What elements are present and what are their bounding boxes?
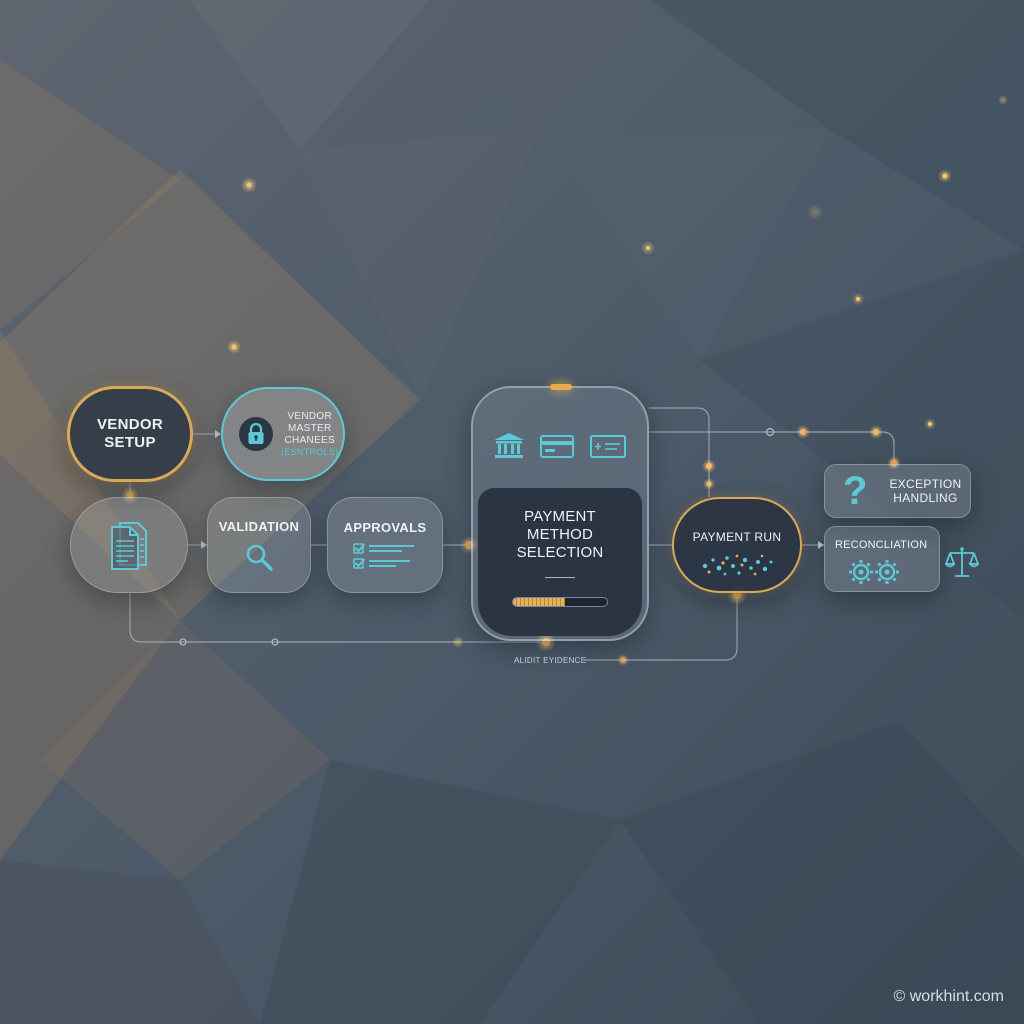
approvals-label: APPROVALS: [343, 519, 427, 535]
exception-handling-node[interactable]: ? EXCEPTION HANDLING: [824, 464, 971, 518]
progress-bar: [512, 597, 608, 607]
question-icon: ?: [843, 469, 868, 513]
gears-icon: [849, 560, 899, 584]
divider: [545, 577, 575, 578]
reconciliation-node[interactable]: RECONCLIATION: [824, 526, 979, 592]
vendor-master-changes-node[interactable]: VENDOR MASTER CHANEES (ESNTROLS): [221, 387, 345, 481]
documents-node[interactable]: [70, 497, 188, 593]
payment-run-node[interactable]: PAYMENT RUN: [672, 497, 802, 593]
vendor-setup-label: VENDOR SETUP: [97, 416, 163, 451]
top-handle: [550, 384, 572, 390]
validation-node[interactable]: VALIDATION: [207, 497, 311, 593]
audit-evidence-label: ALIDIT EYIDENCE: [514, 656, 587, 665]
progress-fill: [513, 598, 565, 606]
payment-method-selection-node[interactable]: PAYMENT METHOD SELECTION: [471, 384, 649, 641]
exception-label-line2: HANDLING: [893, 491, 958, 505]
bank-icon: [494, 433, 524, 458]
lock-icon: [239, 417, 273, 451]
network-dots-icon: [702, 554, 773, 576]
documents-icon: [111, 522, 147, 570]
watermark: © workhint.com: [893, 988, 1004, 1005]
vendor-master-line3: CHANEES: [284, 434, 335, 446]
payment-run-label: PAYMENT RUN: [692, 530, 782, 544]
reconciliation-label: RECONCLIATION: [835, 539, 928, 551]
check-icon: [590, 435, 626, 458]
exception-label-line1: EXCEPTION: [889, 477, 962, 491]
vendor-master-line1: VENDOR: [287, 410, 333, 422]
checklist-icon: [353, 542, 414, 569]
vendor-master-line2: MASTER: [288, 422, 332, 434]
validation-label: VALIDATION: [218, 518, 300, 534]
vendor-setup-node[interactable]: VENDOR SETUP: [67, 386, 193, 482]
payment-method-label: PAYMENT METHOD SELECTION: [516, 508, 604, 561]
vendor-master-subtext: (ESNTROLS): [281, 446, 339, 457]
scale-icon: [945, 547, 979, 577]
magnifier-icon: [246, 544, 273, 571]
credit-card-icon: [540, 435, 574, 458]
approvals-node[interactable]: APPROVALS: [327, 497, 443, 593]
payment-method-panel: PAYMENT METHOD SELECTION: [478, 488, 642, 636]
